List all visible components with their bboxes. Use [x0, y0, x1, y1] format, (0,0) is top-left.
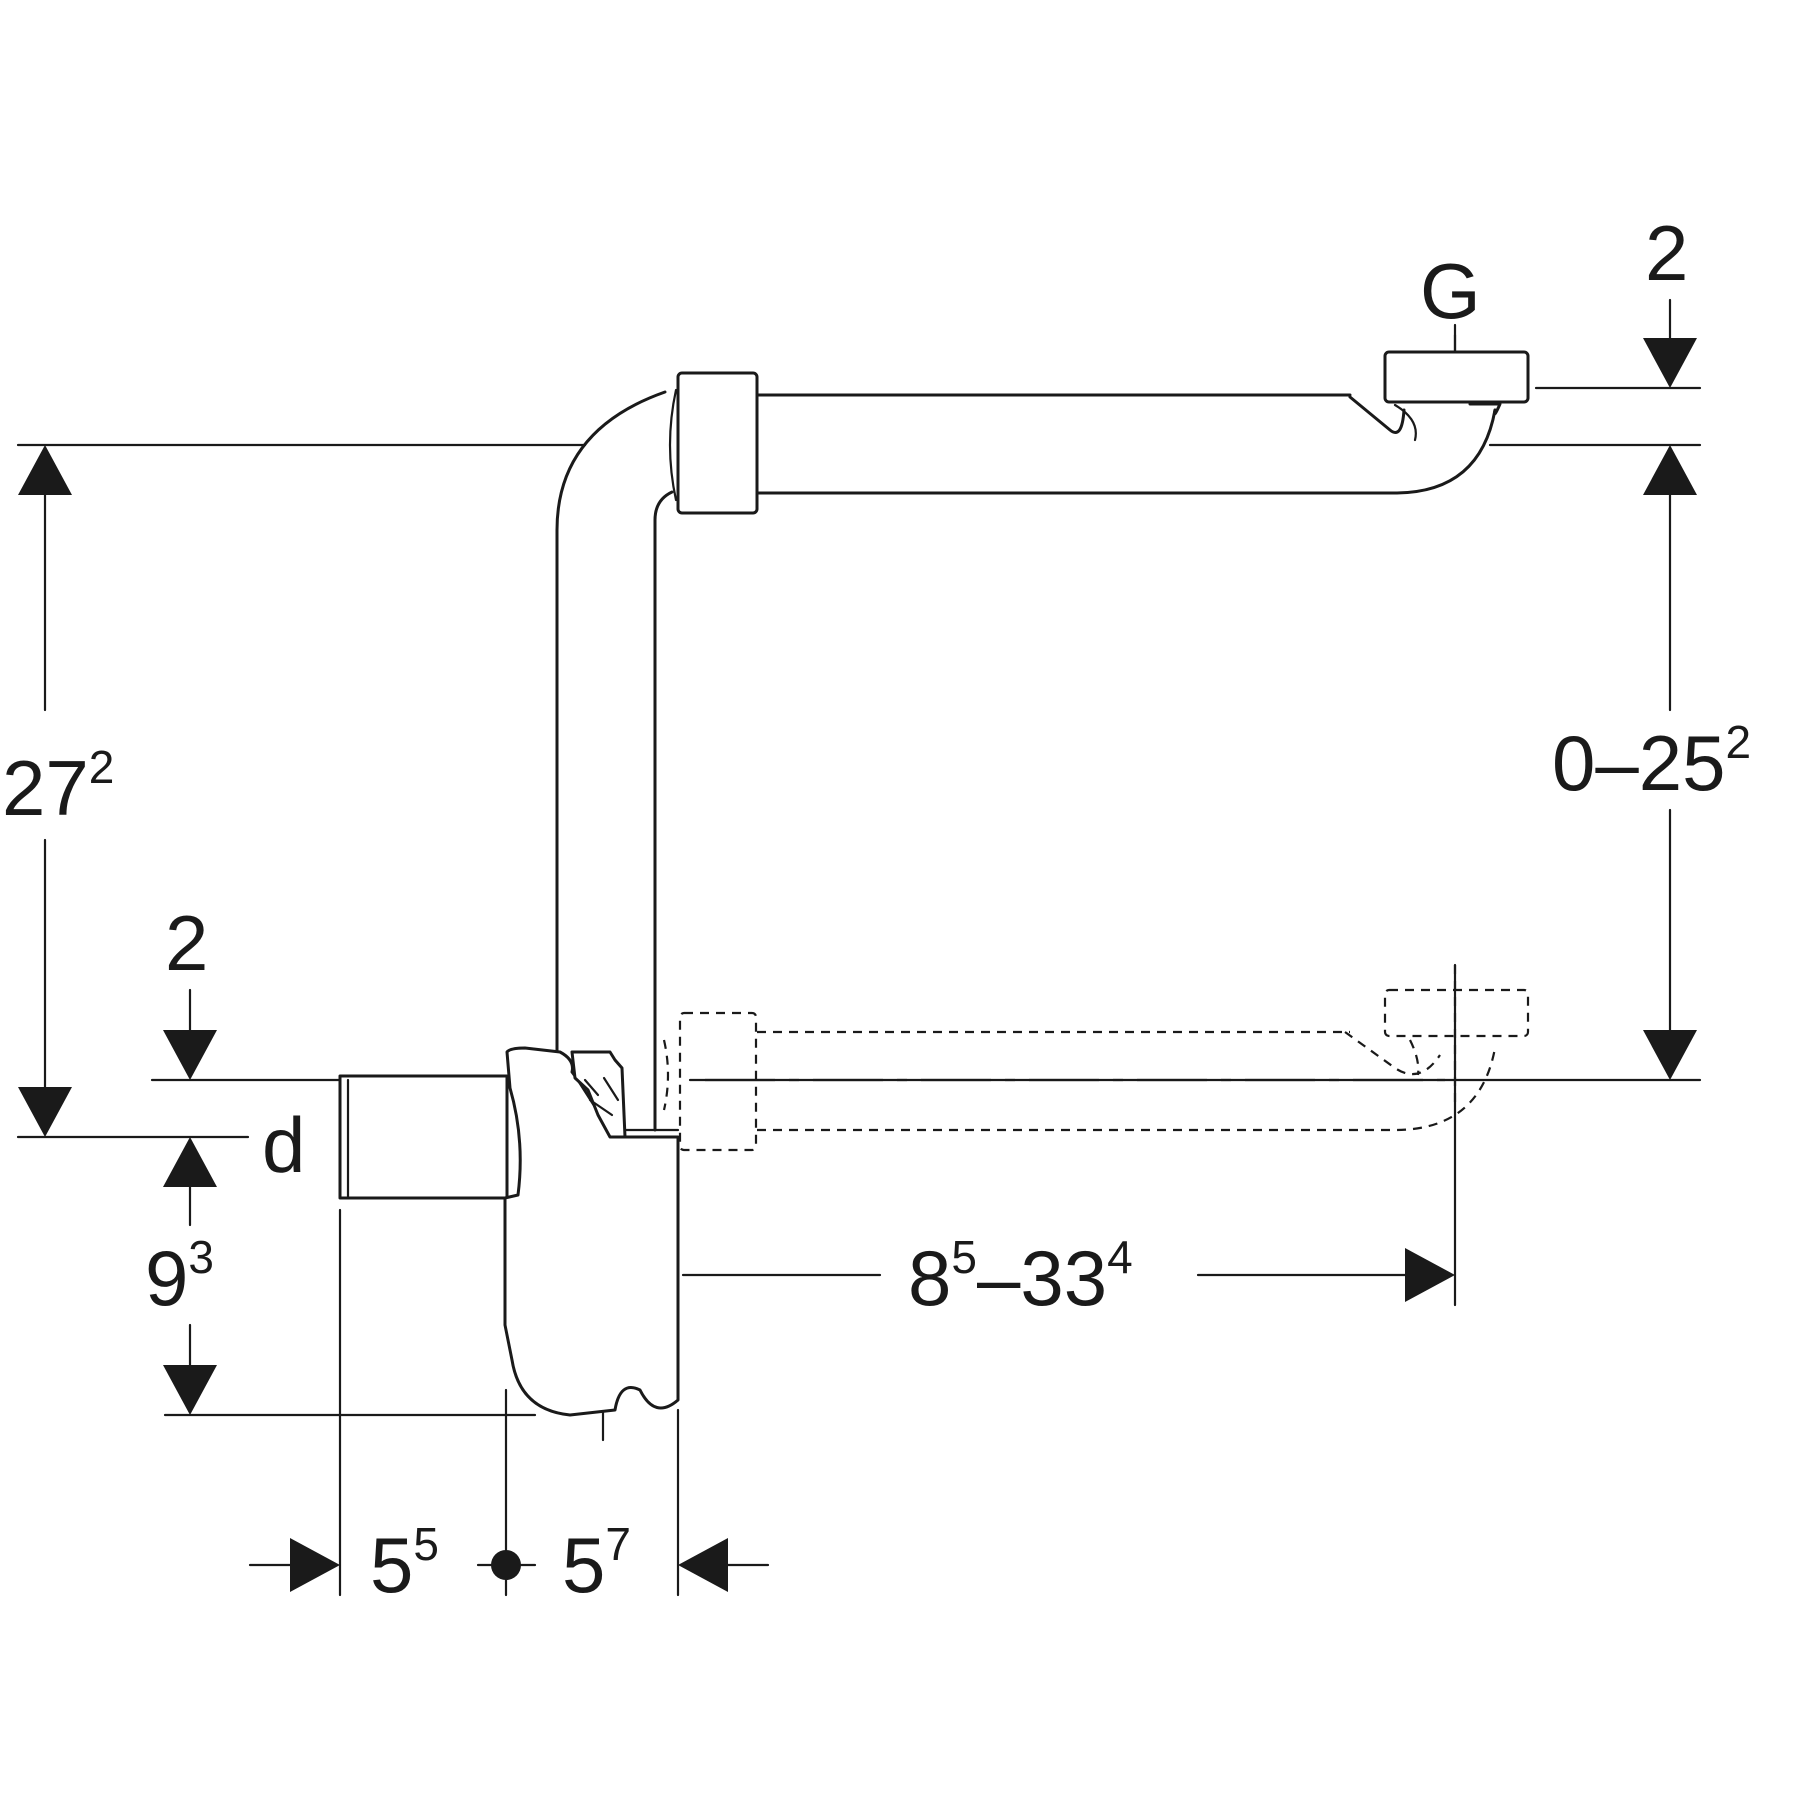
width-right-label: 57: [562, 1518, 631, 1609]
dim-depth: 93: [145, 1137, 217, 1415]
height-main-label: 272: [2, 741, 114, 832]
siphon-pipe: [555, 350, 1530, 1132]
dim-bottom-widths: 55 57: [248, 1518, 770, 1609]
top-right-offset-label: 2: [1645, 209, 1688, 297]
dim-left-offset: 2: [163, 899, 217, 1080]
dim-top-right-offset: 2: [1643, 209, 1697, 388]
dim-height-main: 272: [2, 445, 114, 1137]
depth-label: 93: [145, 1231, 214, 1322]
g-label: G: [1420, 247, 1481, 335]
alternate-position-dashed: [662, 965, 1530, 1152]
reach-label: 85–334: [908, 1231, 1133, 1322]
center-point-icon: [491, 1550, 521, 1580]
dim-g: G: [1420, 247, 1481, 354]
left-offset-label: 2: [165, 899, 208, 987]
height-range-label: 0–252: [1552, 716, 1751, 807]
extension-lines: [16, 333, 1702, 1597]
width-left-label: 55: [370, 1518, 439, 1609]
siphon-body: [338, 1046, 680, 1417]
dim-height-range: 0–252: [1552, 445, 1751, 1080]
dim-reach: 85–334: [908, 1231, 1455, 1322]
d-label: d: [262, 1101, 305, 1189]
